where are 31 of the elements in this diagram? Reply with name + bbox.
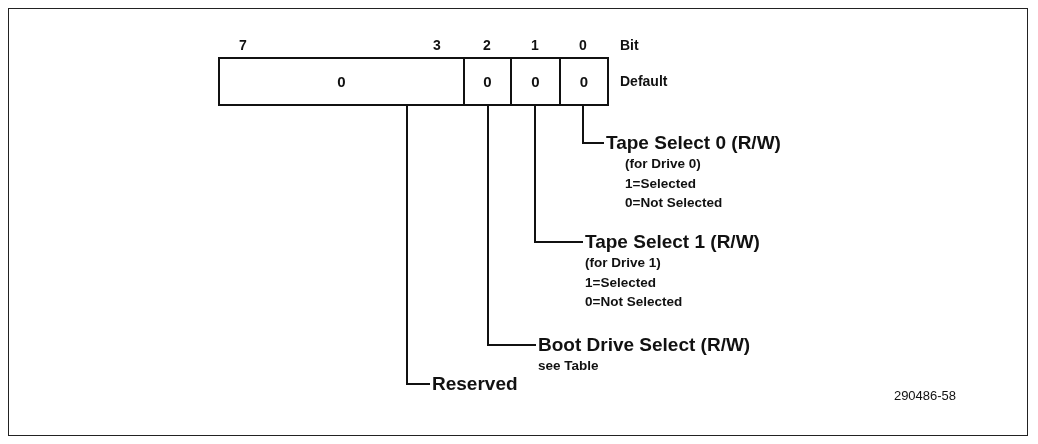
- register-field: [559, 57, 609, 106]
- field-description: 1=Selected: [625, 174, 697, 193]
- field-description: 1=Selected: [585, 273, 657, 292]
- header-label: Bit: [620, 37, 639, 53]
- register-field: [510, 57, 561, 106]
- bit-number: 7: [239, 37, 247, 53]
- register-field: [463, 57, 512, 106]
- row-label: Default: [620, 73, 668, 89]
- leader-line: [534, 105, 584, 243]
- field-name: Tape Select 1 (R/W): [585, 231, 760, 253]
- bit-number: 1: [531, 37, 539, 53]
- leader-line: [487, 105, 537, 346]
- bit-number: 0: [579, 37, 587, 53]
- field-description: 0=Not Selected: [585, 293, 684, 311]
- register-field: [218, 57, 465, 106]
- default-value: 0: [579, 73, 589, 90]
- figure-number: 290486-58: [893, 388, 957, 404]
- bit-number: 3: [433, 37, 441, 53]
- field-description: 0=Not Selected: [625, 194, 724, 212]
- default-value: 0: [337, 73, 346, 90]
- field-description: (for Drive 1): [585, 254, 662, 272]
- field-name: Boot Drive Select (R/W): [538, 334, 751, 356]
- leader-line: [406, 105, 431, 385]
- default-value: 0: [531, 73, 540, 90]
- field-description: see Table: [538, 357, 600, 375]
- field-description: (for Drive 0): [625, 155, 702, 173]
- bit-number: 2: [483, 37, 491, 53]
- leader-line: [582, 105, 605, 144]
- field-name: Tape Select 0 (R/W): [606, 132, 781, 154]
- field-name: Reserved: [432, 373, 518, 395]
- default-value: 0: [483, 73, 492, 90]
